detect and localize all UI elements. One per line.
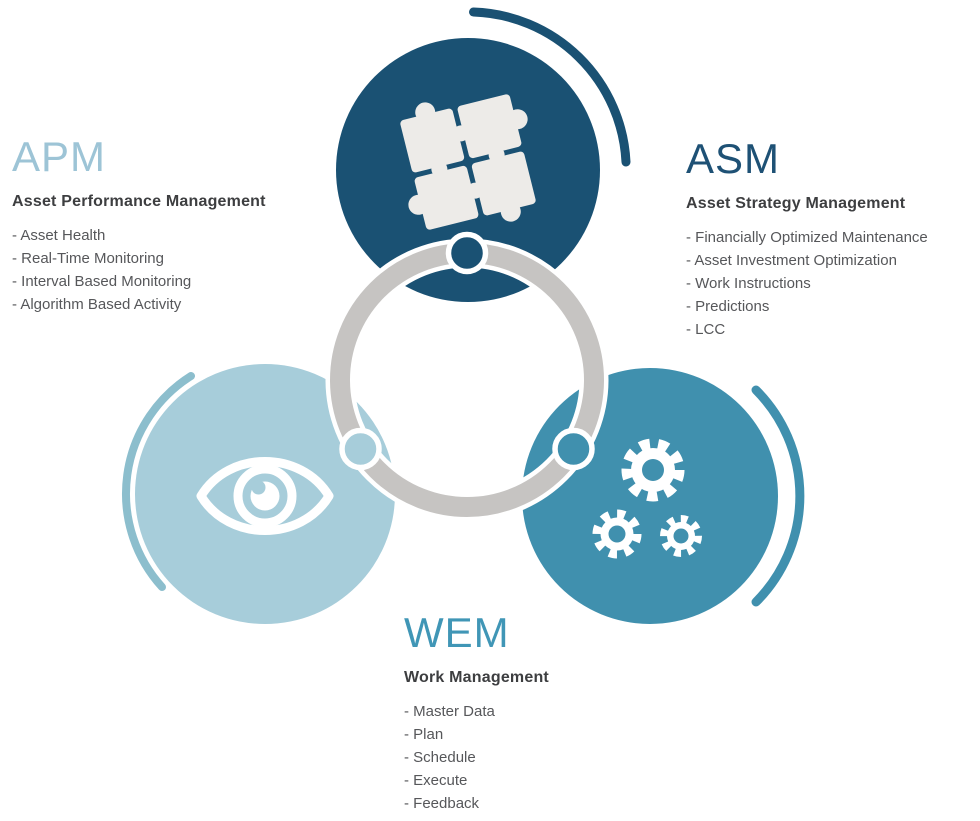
left-arc <box>122 372 195 591</box>
list-item: - Schedule <box>404 749 476 766</box>
list-item: - Interval Based Monitoring <box>12 273 192 290</box>
puzzle-icon <box>400 94 536 230</box>
right-arc <box>751 385 805 607</box>
ring-node-left <box>339 427 382 471</box>
eye-icon <box>196 457 334 535</box>
list-item: - Work Instructions <box>686 275 811 292</box>
wem-section: WEM Work Management - Master Data - Plan… <box>404 610 684 815</box>
gear-large <box>621 438 685 502</box>
list-item: - Algorithm Based Activity <box>12 296 182 313</box>
list-item: - LCC <box>686 321 726 338</box>
list-item: - Asset Health <box>12 227 106 244</box>
list-item: - Execute <box>404 772 468 789</box>
wem-subtitle: Work Management <box>404 669 549 686</box>
apm-circle <box>336 38 600 302</box>
top-right-arc <box>469 7 631 167</box>
wem-item-list: - Master Data - Plan - Schedule - Execut… <box>404 700 684 815</box>
ring-node-right <box>552 427 595 471</box>
asm-item-list: - Financially Optimized Maintenance - As… <box>686 226 978 341</box>
list-item: - Predictions <box>686 298 770 315</box>
apm-section: APM Asset Performance Management - Asset… <box>12 134 322 316</box>
gear-small <box>660 515 702 557</box>
asm-title: ASM <box>686 135 781 182</box>
list-item: - Real-Time Monitoring <box>12 250 164 267</box>
asm-section: ASM Asset Strategy Management - Financia… <box>686 136 978 341</box>
asm-subtitle: Asset Strategy Management <box>686 195 906 212</box>
gear-medium <box>592 509 642 559</box>
apm-title: APM <box>12 133 107 180</box>
list-item: - Master Data <box>404 703 495 720</box>
list-item: - Asset Investment Optimization <box>686 252 897 269</box>
apm-item-list: - Asset Health - Real-Time Monitoring - … <box>12 224 322 316</box>
ring-node-top <box>445 231 489 275</box>
apm-subtitle: Asset Performance Management <box>12 193 266 210</box>
gears-icon <box>592 438 702 559</box>
list-item: - Plan <box>404 726 444 743</box>
wem-title: WEM <box>404 609 510 656</box>
list-item: - Feedback <box>404 795 480 812</box>
list-item: - Financially Optimized Maintenance <box>686 229 928 246</box>
